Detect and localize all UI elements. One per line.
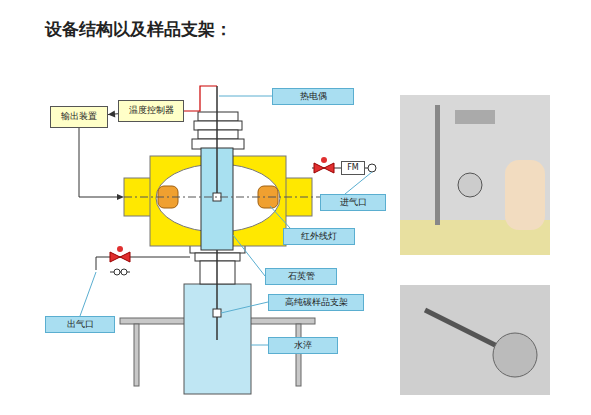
valve-knob: [117, 246, 123, 252]
node-text: 进气口: [340, 198, 367, 208]
node-text: 高纯碳样品支架: [285, 298, 348, 308]
check-valve: [121, 269, 127, 275]
check-valve: [114, 269, 120, 275]
node-text: 石英管: [288, 272, 315, 282]
flowmeter-box: FM: [341, 161, 365, 175]
valve: [120, 252, 130, 262]
photo: [400, 95, 550, 255]
callout-box: 红外线灯: [283, 228, 355, 245]
node-text: 红外线灯: [301, 232, 337, 242]
node-text: 出气口: [67, 320, 94, 330]
node-text: 热电偶: [300, 92, 327, 102]
flange: [198, 130, 238, 139]
leader-line: [80, 272, 96, 316]
callout-box: 高纯碳样品支架: [268, 294, 364, 311]
photo-detail: [455, 110, 495, 124]
photo-detail: [435, 105, 440, 225]
node-text: 温度控制器: [129, 106, 174, 116]
photo: [400, 285, 550, 395]
arrow-head: [117, 194, 124, 200]
valve: [110, 252, 120, 262]
node-text: 水淬: [294, 341, 312, 351]
leader-line: [270, 206, 290, 228]
node-text: 输出装置: [61, 112, 97, 122]
flange: [194, 121, 242, 130]
flange: [198, 112, 238, 121]
leader-line: [233, 235, 265, 276]
signal-wire: [184, 86, 217, 111]
title: 设备结构以及样品支架：: [45, 18, 232, 41]
connector: [108, 113, 118, 115]
photo-detail: [425, 310, 505, 350]
callout-box: 出气口: [45, 316, 115, 333]
leader-line: [345, 172, 372, 194]
leader-line: [251, 345, 268, 346]
photo-detail: [505, 160, 545, 230]
valve: [324, 163, 334, 173]
callout-box: 水淬: [268, 337, 338, 354]
output-line: [79, 128, 118, 197]
table-leg: [134, 324, 139, 386]
thermocouple-wire: [216, 86, 218, 195]
valve-knob: [321, 157, 327, 163]
callout-box: 石英管: [265, 268, 337, 285]
sample-holder: [213, 309, 221, 317]
callout-box: 进气口: [320, 194, 386, 211]
controller-box: 温度控制器: [118, 100, 184, 122]
arrow-head-to: [108, 111, 115, 118]
inlet-port: [368, 164, 376, 172]
photo-detail: [493, 333, 537, 377]
output-box: 输出装置: [50, 106, 108, 128]
leader-line: [219, 96, 272, 97]
node-text: FM: [347, 164, 359, 173]
valve: [314, 163, 324, 173]
leader-line: [221, 302, 268, 313]
sample-rod: [216, 250, 218, 340]
table-leg: [296, 324, 301, 386]
photo-detail: [458, 173, 482, 197]
callout-box: 热电偶: [272, 88, 354, 105]
